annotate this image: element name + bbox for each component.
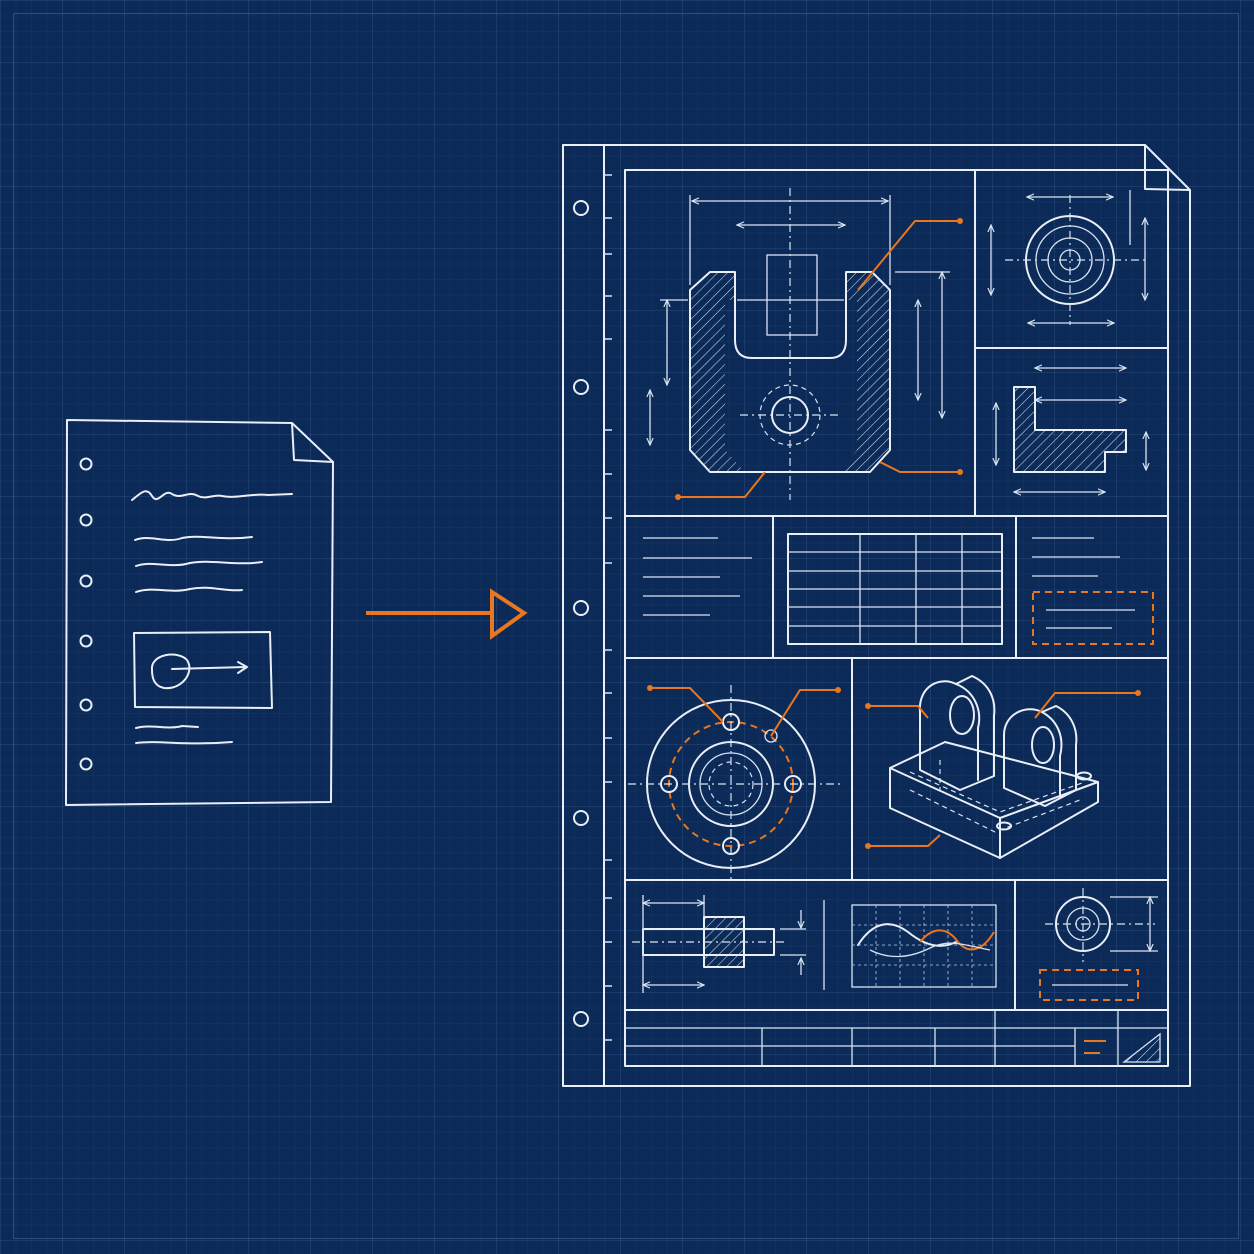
front-view-flange	[991, 190, 1145, 325]
small-circle-detail	[1039, 888, 1158, 1001]
flange-plan-view	[628, 685, 841, 880]
side-section-bracket	[996, 368, 1146, 492]
wave-graph	[851, 904, 997, 988]
binder-holes	[79, 457, 93, 771]
sketch-figure-icon	[133, 631, 273, 709]
transform-arrow-icon	[366, 588, 528, 640]
section-view-part	[650, 188, 963, 500]
table-block	[787, 533, 1003, 645]
notes-block-left	[643, 537, 752, 616]
title-block	[625, 1010, 1168, 1066]
sketch-page	[65, 419, 334, 806]
ruler-ticks	[604, 174, 612, 1041]
isometric-bracket	[865, 675, 1141, 859]
scribble-text-lines-icon	[131, 490, 293, 745]
shaft-section	[632, 895, 825, 993]
blueprint-sheet	[562, 144, 1191, 1087]
notes-block-right	[1032, 537, 1154, 645]
binder-holes	[573, 200, 589, 1027]
outer-frame	[13, 13, 1239, 1239]
